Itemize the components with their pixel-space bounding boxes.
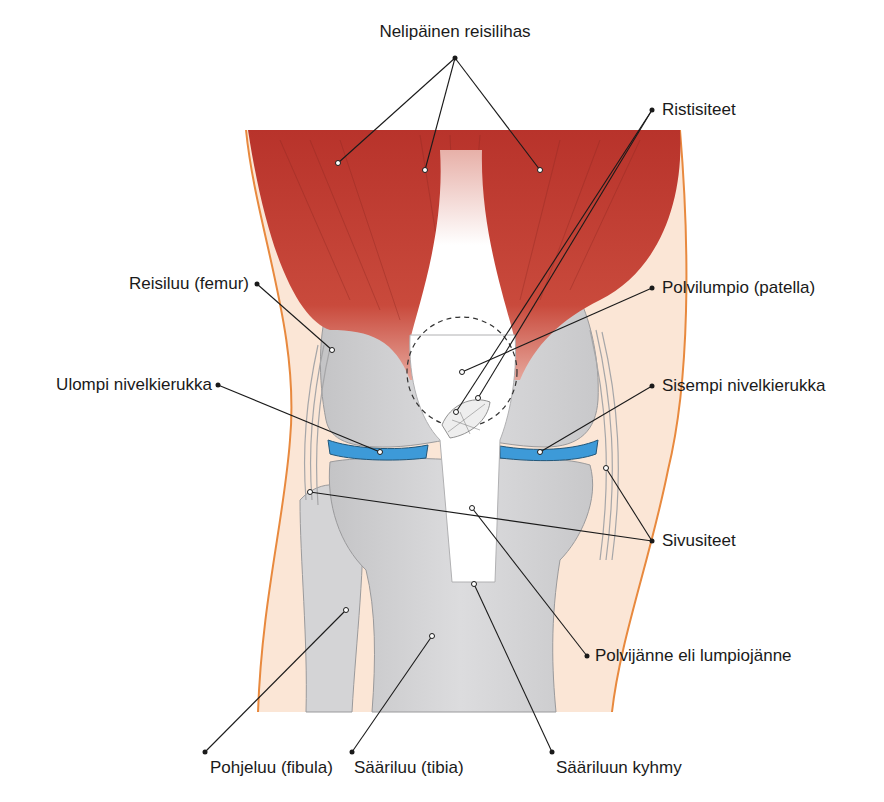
- skin: [246, 130, 686, 712]
- part-label: Sivusiteet: [662, 531, 736, 551]
- part-label: Sisempi nivelkierukka: [662, 376, 825, 396]
- medial-collateral-ligament: [590, 330, 618, 560]
- label-dots: [203, 56, 655, 755]
- lateral-meniscus: [328, 440, 428, 460]
- quadriceps-tendon: [410, 150, 515, 340]
- part-label: Polvijänne eli lumpiojänne: [595, 646, 792, 666]
- part-label: Sääriluu (tibia): [354, 758, 464, 778]
- patellar-tendon: [410, 335, 516, 582]
- leader-lines: [205, 58, 652, 752]
- leader-dots: [308, 161, 609, 639]
- cruciate-fibres: [448, 404, 485, 434]
- cruciate-ligaments: [442, 400, 490, 438]
- part-label: Ulompi nivelkierukka: [56, 375, 212, 395]
- part-label: Sääriluun kyhmy: [556, 758, 682, 778]
- part-label: Nelipäinen reisilihas: [379, 22, 530, 42]
- part-label: Ristisiteet: [662, 100, 736, 120]
- part-label: Pohjeluu (fibula): [210, 758, 333, 778]
- medial-meniscus: [500, 440, 598, 461]
- lateral-collateral-ligament: [305, 345, 331, 505]
- part-label: Reisiluu (femur): [129, 274, 249, 294]
- part-label: Polvilumpio (patella): [662, 278, 815, 298]
